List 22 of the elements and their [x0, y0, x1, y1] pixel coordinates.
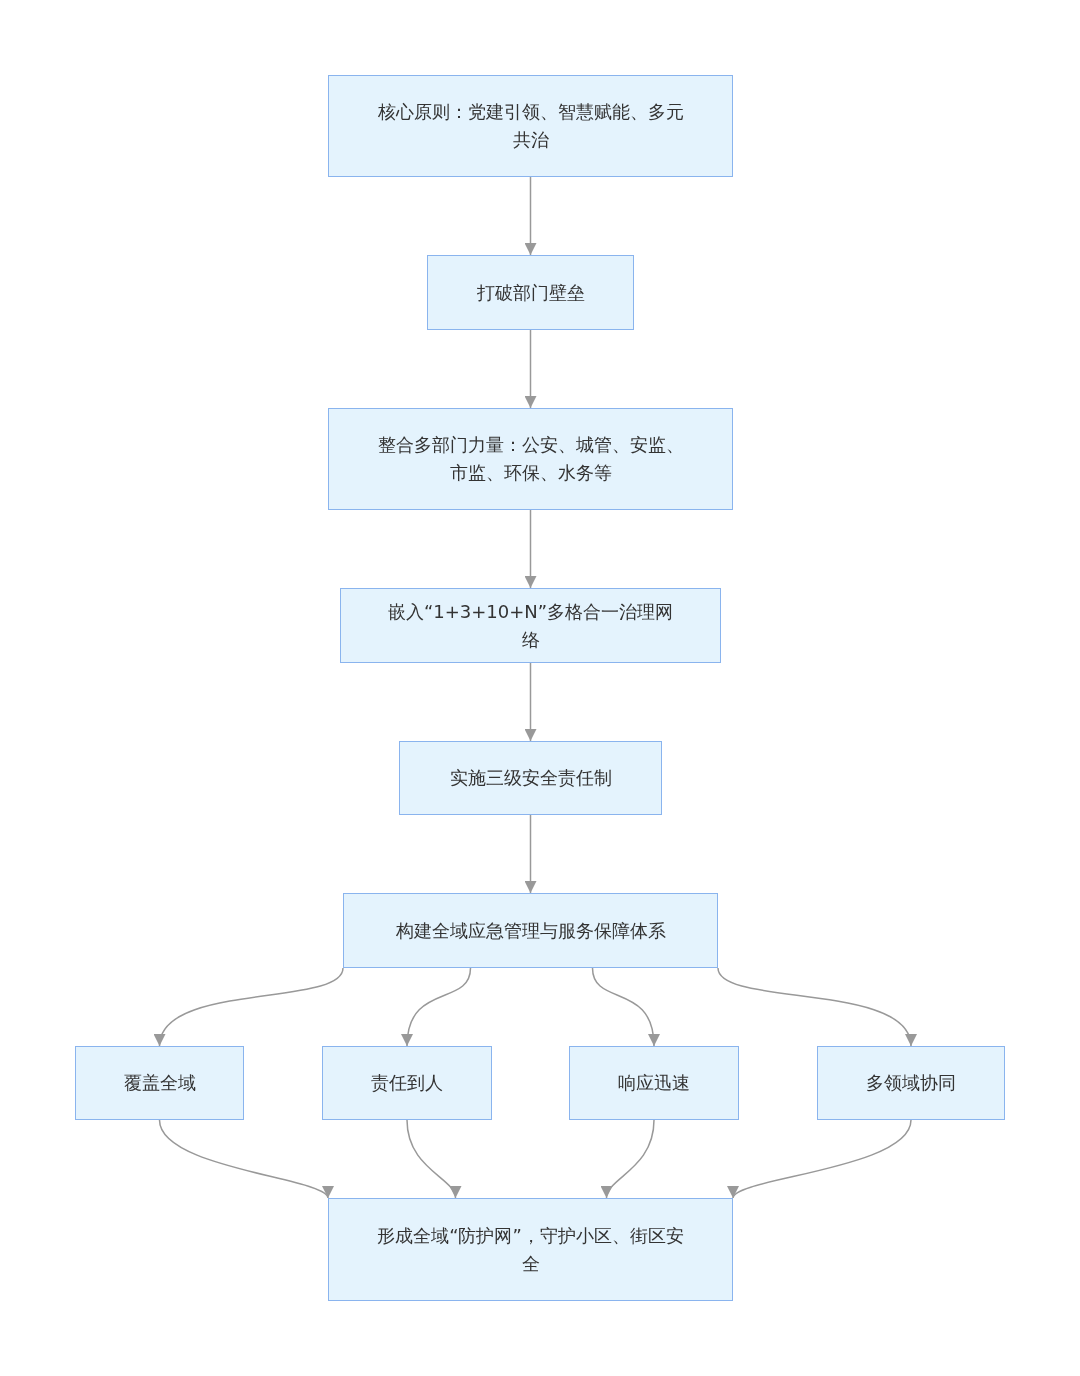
arrow	[524, 509, 537, 589]
arrow	[406, 1119, 460, 1199]
arrow	[524, 176, 537, 256]
arrow	[156, 967, 344, 1047]
process-box: 嵌入“1+3+10+N”多格合一治理网络	[340, 588, 721, 663]
arrow	[524, 662, 537, 742]
arrow	[402, 967, 472, 1047]
arrow	[717, 967, 914, 1047]
process-box: 响应迅速	[569, 1046, 739, 1120]
arrow	[524, 814, 537, 894]
process-box: 实施三级安全责任制	[399, 741, 662, 815]
process-box: 多领域协同	[817, 1046, 1005, 1120]
process-box: 构建全域应急管理与服务保障体系	[343, 893, 718, 968]
arrow	[524, 329, 537, 409]
process-box: 整合多部门力量：公安、城管、安监、市监、环保、水务等	[328, 408, 733, 510]
process-box: 覆盖全域	[75, 1046, 244, 1120]
process-box: 打破部门壁垒	[427, 255, 634, 330]
process-box: 责任到人	[322, 1046, 492, 1120]
arrow	[602, 1119, 655, 1199]
process-box: 核心原则：党建引领、智慧赋能、多元共治	[328, 75, 733, 177]
process-box: 形成全域“防护网”，守护小区、街区安全	[328, 1198, 733, 1301]
arrow	[591, 967, 659, 1047]
